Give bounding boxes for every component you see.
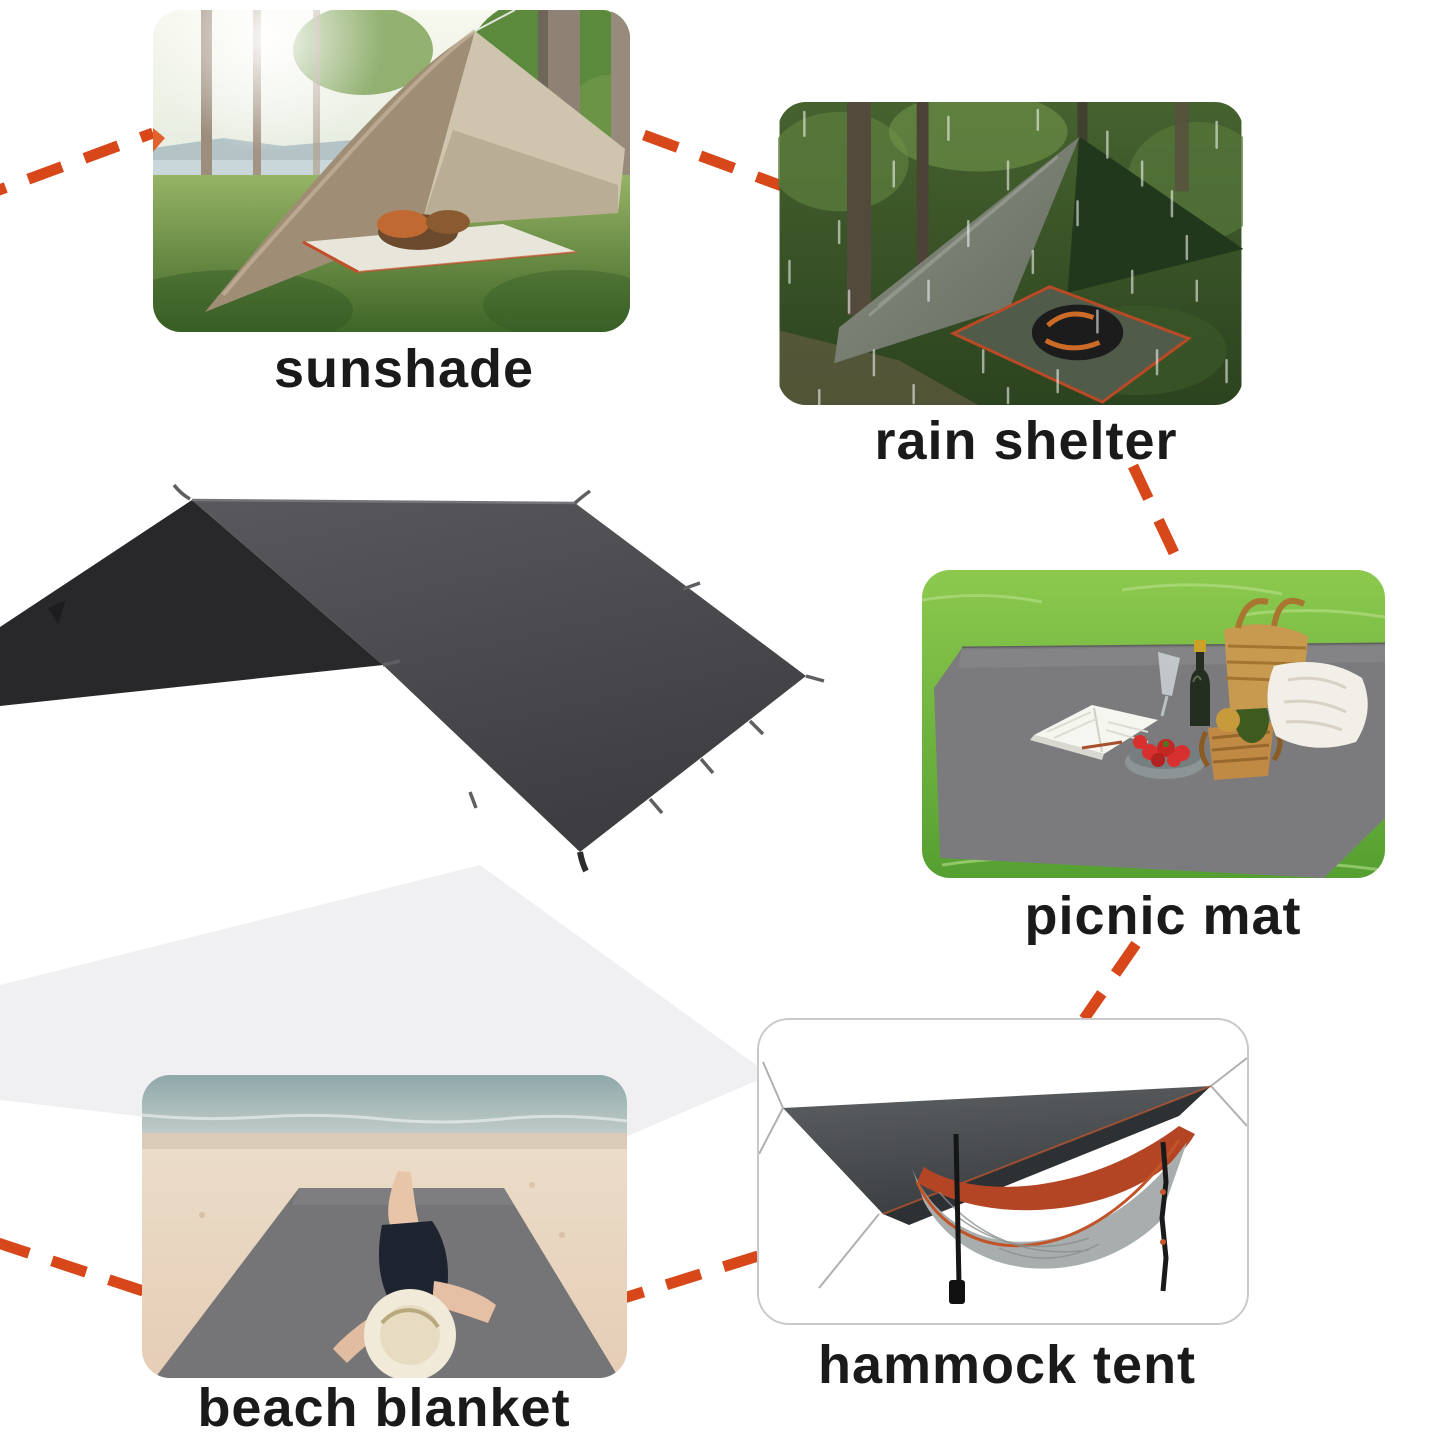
connector-hammock-to-beach: [622, 1250, 760, 1304]
open-book: [1030, 705, 1158, 760]
tarp-ridge-line: [191, 498, 576, 505]
connector-rain-to-picnic: [1128, 463, 1187, 573]
sunshade-tarp-left-face: [205, 31, 475, 312]
rain-tarp-right-face: [1067, 136, 1243, 293]
hammock-straps: [949, 1133, 1169, 1304]
wine-glass: [1158, 652, 1180, 717]
connector-sunshade-to-rain: [642, 129, 784, 192]
tarp-corner-tie: [577, 851, 589, 873]
hammock-tent-label: hammock tent: [817, 1335, 1197, 1395]
rain-shelter-label: rain shelter: [874, 411, 1178, 471]
white-cloth: [1267, 662, 1368, 748]
hammock-mesh: [909, 1142, 1187, 1269]
tarp-light-face: [192, 500, 806, 852]
sunshade-photo: [153, 10, 630, 332]
picnic-mat-label: picnic mat: [1024, 886, 1302, 946]
hammock-orange-body: [917, 1126, 1195, 1211]
hammock-tent-photo: [757, 1018, 1249, 1325]
strawberry-bowl: [1125, 735, 1205, 779]
rain-streaks: [788, 108, 1228, 405]
picnic-mat-photo: [922, 570, 1385, 878]
tarp-tie-loops: [172, 483, 825, 815]
fruit-basket: [1199, 697, 1283, 780]
tarp-side-flap: [48, 600, 66, 624]
rain-shelter-photo: [778, 102, 1243, 405]
tarp-dark-face: [0, 500, 383, 706]
ground-sheet: [303, 224, 577, 272]
sunbather: [333, 1171, 496, 1378]
connector-picnic-to-hammock: [1079, 940, 1141, 1023]
connector-beach-to-left: [0, 1237, 145, 1297]
beach-blanket-photo: [142, 1075, 627, 1378]
wine-bottle: [1190, 640, 1210, 726]
beach-blanket-label: beach blanket: [197, 1378, 571, 1438]
hammock-tarp-top: [783, 1086, 1211, 1214]
sunshade-label: sunshade: [273, 339, 535, 399]
connector-left-to-sunshade: [0, 127, 155, 196]
rain-tarp-left-face: [834, 136, 1080, 364]
orange-marker: [153, 128, 165, 152]
